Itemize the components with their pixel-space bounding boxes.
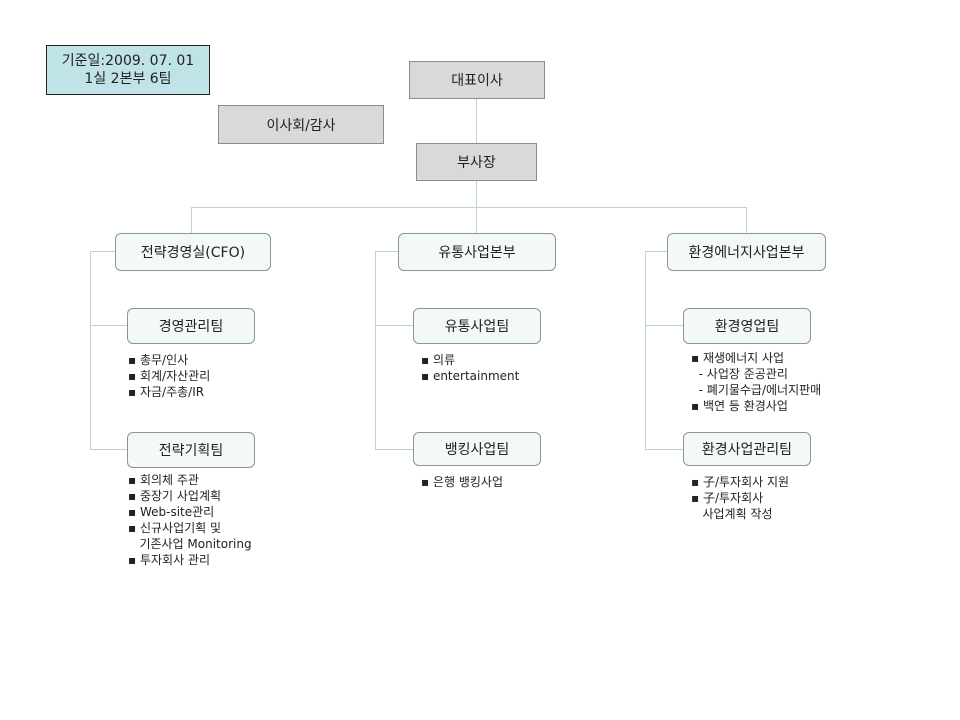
division-strategy: 전략경영실(CFO) <box>115 233 271 271</box>
duty-item: - 사업장 준공관리 <box>691 367 788 381</box>
connector <box>645 325 683 326</box>
team-label: 유통사업팀 <box>444 319 510 335</box>
connector <box>191 207 192 233</box>
team-banking: 뱅킹사업팀 <box>413 432 541 466</box>
connector <box>90 251 115 252</box>
division-label: 유통사업본부 <box>438 245 516 261</box>
duty-item: ▪ Web-site관리 <box>128 505 215 519</box>
duty-item: ▪ 자금/주총/IR <box>128 385 205 399</box>
team-label: 경영관리팀 <box>158 319 224 335</box>
team-management: 경영관리팀 <box>127 308 255 344</box>
org-summary: 1실 2본부 6팀 <box>84 71 172 87</box>
board-box: 이사회/감사 <box>218 105 384 144</box>
duty-item: ▪ 회의체 주관 <box>128 473 199 487</box>
connector <box>746 207 747 233</box>
ceo-box: 대표이사 <box>409 61 545 99</box>
connector <box>90 325 127 326</box>
team-duties: ▪ 회의체 주관 ▪ 중장기 사업계획 ▪ Web-site관리 ▪ 신규사업기획 및… <box>128 472 252 568</box>
duty-item: ▪ 중장기 사업계획 <box>128 489 222 503</box>
connector <box>645 251 667 252</box>
duty-item: ▪ 의류 <box>421 353 456 367</box>
board-label: 이사회/감사 <box>266 117 336 134</box>
duty-item: ▪ 회계/자산관리 <box>128 369 211 383</box>
division-label: 전략경영실(CFO) <box>140 245 246 261</box>
duty-item: ▪ 은행 뱅킹사업 <box>421 475 504 489</box>
vp-label: 부사장 <box>457 155 496 171</box>
duty-item: ▪ 子/투자회사 <box>691 491 764 505</box>
duty-item: 기존사업 Monitoring <box>128 537 252 551</box>
connector <box>375 325 413 326</box>
team-duties: ▪ 子/투자회사 지원 ▪ 子/투자회사 사업계획 작성 <box>691 474 789 522</box>
reference-date: 기준일:2009. 07. 01 <box>61 53 195 69</box>
team-label: 전략기획팀 <box>158 443 224 459</box>
team-duties: ▪ 은행 뱅킹사업 <box>421 474 503 490</box>
team-environment-management: 환경사업관리팀 <box>683 432 811 466</box>
vp-box: 부사장 <box>416 143 537 181</box>
team-planning: 전략기획팀 <box>127 432 255 468</box>
team-label: 환경영업팀 <box>714 319 780 335</box>
division-distribution: 유통사업본부 <box>398 233 556 271</box>
connector <box>375 251 398 252</box>
connector <box>90 449 127 450</box>
team-duties: ▪ 총무/인사 ▪ 회계/자산관리 ▪ 자금/주총/IR <box>128 352 210 400</box>
connector <box>645 449 683 450</box>
info-box: 기준일:2009. 07. 01 1실 2본부 6팀 <box>46 45 210 95</box>
connector <box>645 251 646 450</box>
ceo-label: 대표이사 <box>451 73 503 89</box>
duty-item: - 폐기물수급/에너지판매 <box>691 383 822 397</box>
duty-item: ▪ 재생에너지 사업 <box>691 351 785 365</box>
connector <box>375 251 376 450</box>
connector <box>191 207 747 208</box>
division-environment-energy: 환경에너지사업본부 <box>667 233 826 271</box>
duty-item: ▪ 子/투자회사 지원 <box>691 475 790 489</box>
duty-item: ▪ 백연 등 환경사업 <box>691 399 788 413</box>
duty-item: ▪ entertainment <box>421 369 520 383</box>
connector <box>90 251 91 450</box>
team-label: 뱅킹사업팀 <box>444 442 510 458</box>
team-environment-sales: 환경영업팀 <box>683 308 811 344</box>
duty-item: 사업계획 작성 <box>691 507 773 521</box>
duty-item: ▪ 총무/인사 <box>128 353 189 367</box>
duty-item: ▪ 신규사업기획 및 <box>128 521 222 535</box>
team-duties: ▪ 재생에너지 사업 - 사업장 준공관리 - 폐기물수급/에너지판매 ▪ 백연 … <box>691 350 821 414</box>
division-label: 환경에너지사업본부 <box>688 245 805 261</box>
team-label: 환경사업관리팀 <box>701 442 793 458</box>
duty-item: ▪ 투자회사 관리 <box>128 553 211 567</box>
connector <box>375 449 413 450</box>
team-duties: ▪ 의류 ▪ entertainment <box>421 352 519 384</box>
team-distribution: 유통사업팀 <box>413 308 541 344</box>
